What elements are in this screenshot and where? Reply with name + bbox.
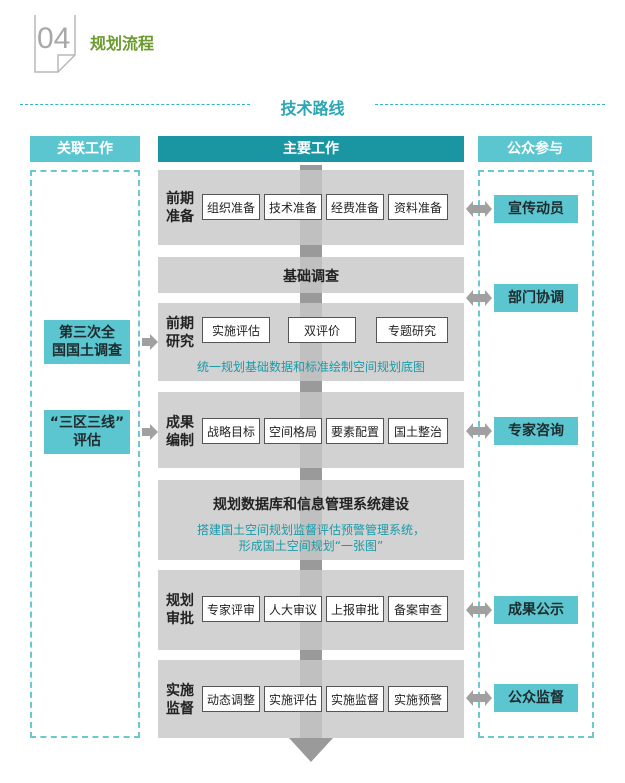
database-note-line2: 形成国土空间规划“一张图” (238, 539, 384, 553)
stage-block-research: 前期研究 实施评估 双评价 专题研究 统一规划基础数据和标准绘制空间规划底图 (158, 303, 464, 381)
public-item-publicity: 宣传动员 (494, 195, 578, 223)
stage-label: 前期准备 (166, 191, 194, 225)
stage-label: 成果编制 (166, 415, 194, 449)
column-header-public: 公众参与 (478, 136, 592, 162)
stage-block-approval: 规划审批 专家评审 人大审议 上报审批 备案审查 (158, 570, 464, 650)
item-box: 经费准备 (326, 194, 384, 220)
item-box: 战略目标 (202, 418, 260, 444)
related-item-land-survey: 第三次全国国土调查 (44, 320, 130, 364)
item-box: 国土整治 (388, 418, 448, 444)
public-item-coordination: 部门协调 (494, 284, 578, 312)
item-box: 实施评估 (264, 686, 322, 712)
process-arrow-head (289, 738, 333, 762)
arrow-right-icon (142, 424, 158, 440)
database-title: 规划数据库和信息管理系统建设 (213, 497, 409, 513)
double-arrow-icon (466, 201, 492, 217)
item-box: 技术准备 (264, 194, 322, 220)
database-note-line1: 搭建国土空间规划监督评估预警管理系统， (196, 523, 425, 537)
public-item-announcement: 成果公示 (494, 596, 578, 624)
route-divider-right (375, 104, 605, 105)
database-block: 规划数据库和信息管理系统建设 搭建国土空间规划监督评估预警管理系统， 形成国土空… (158, 480, 464, 560)
section-title: 规划流程 (90, 34, 155, 53)
related-item-three-zones: “三区三线”评估 (44, 410, 130, 454)
stage-block-preparation: 前期准备 组织准备 技术准备 经费准备 资料准备 (158, 170, 464, 245)
item-box: 空间格局 (264, 418, 322, 444)
section-number-badge: 04 (30, 10, 80, 80)
stage-block-supervision: 实施监督 动态调整 实施评估 实施监督 实施预警 (158, 660, 464, 738)
item-box: 资料准备 (388, 194, 448, 220)
item-box: 要素配置 (326, 418, 384, 444)
stage-label: 实施监督 (166, 683, 194, 717)
item-box: 双评价 (288, 317, 356, 343)
stage-label: 前期研究 (166, 316, 194, 350)
column-header-main: 主要工作 (158, 136, 464, 162)
item-box: 专家评审 (202, 596, 260, 622)
item-box: 组织准备 (202, 194, 260, 220)
item-box: 专题研究 (376, 317, 448, 343)
public-item-supervision: 公众监督 (494, 684, 578, 712)
item-box: 人大审议 (264, 596, 322, 622)
route-divider-left (20, 104, 250, 105)
item-box: 动态调整 (202, 686, 260, 712)
column-header-related: 关联工作 (30, 136, 140, 162)
double-arrow-icon (466, 690, 492, 706)
research-note: 统一规划基础数据和标准绘制空间规划底图 (196, 360, 425, 374)
arrow-right-icon (142, 334, 158, 350)
public-participation-frame (478, 170, 594, 738)
basic-survey-block: 基础调查 (158, 257, 464, 293)
basic-survey-title: 基础调查 (283, 269, 339, 285)
double-arrow-icon (466, 290, 492, 306)
double-arrow-icon (466, 602, 492, 618)
double-arrow-icon (466, 423, 492, 439)
section-number: 04 (37, 22, 70, 55)
item-box: 备案审查 (388, 596, 448, 622)
item-box: 上报审批 (326, 596, 384, 622)
stage-label: 规划审批 (166, 593, 194, 627)
related-work-frame (30, 170, 140, 738)
item-box: 实施评估 (202, 317, 270, 343)
item-box: 实施预警 (388, 686, 448, 712)
route-title: 技术路线 (280, 99, 345, 118)
public-item-expert: 专家咨询 (494, 417, 578, 445)
stage-block-compilation: 成果编制 战略目标 空间格局 要素配置 国土整治 (158, 392, 464, 468)
item-box: 实施监督 (326, 686, 384, 712)
